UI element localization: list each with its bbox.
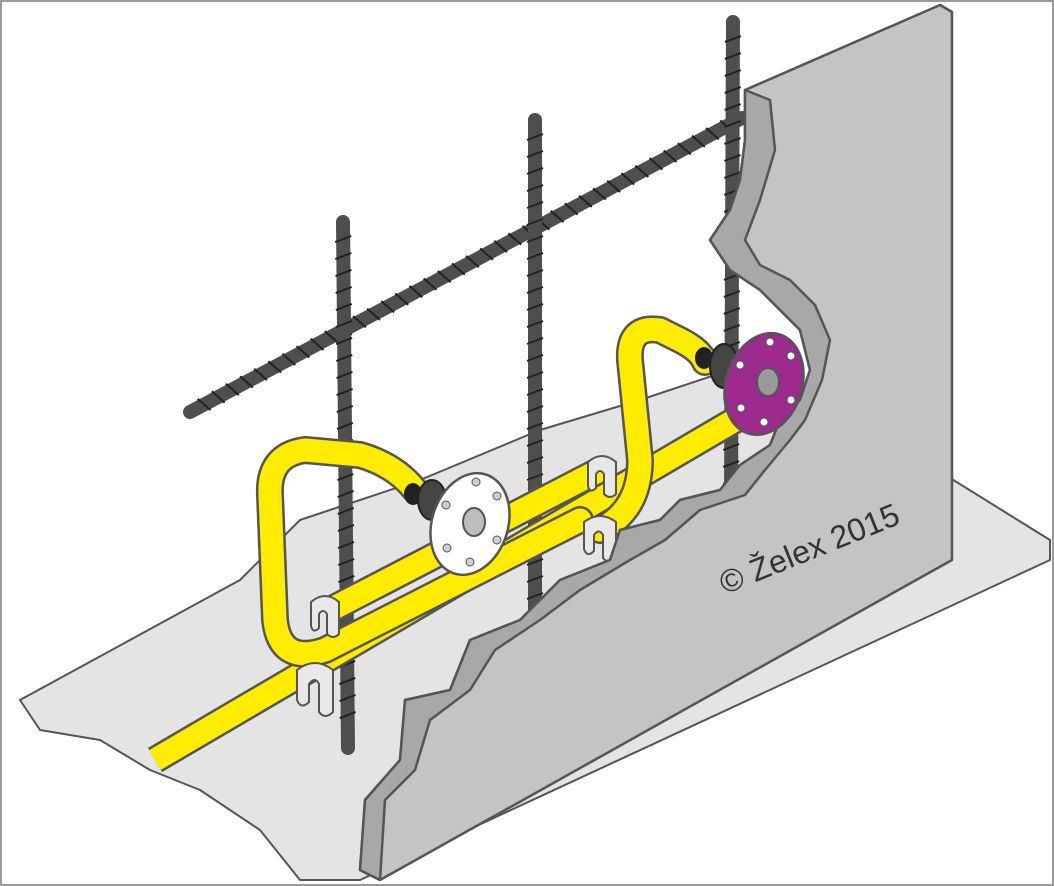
clamp-3: [583, 515, 617, 563]
wall-broken-edge: [358, 88, 832, 882]
clamp-4: [587, 455, 617, 498]
pipe-system: [147, 315, 743, 773]
pipe-end-cap-right: [695, 347, 713, 369]
flange-white: [429, 471, 511, 577]
clamp-2: [310, 595, 340, 638]
rebar-horizontal: [183, 111, 749, 419]
flange-purple-assembly: [695, 331, 805, 437]
concrete-wall: [358, 3, 954, 882]
flange-white-assembly: [404, 471, 511, 577]
rebar-horizontal-bar: [183, 111, 749, 419]
clamp-1: [296, 662, 334, 717]
pipe-clamps: [296, 455, 617, 717]
flange-purple: [723, 331, 805, 437]
pipe-loop-left: [258, 438, 592, 666]
pipe-loop-right: [588, 317, 717, 542]
